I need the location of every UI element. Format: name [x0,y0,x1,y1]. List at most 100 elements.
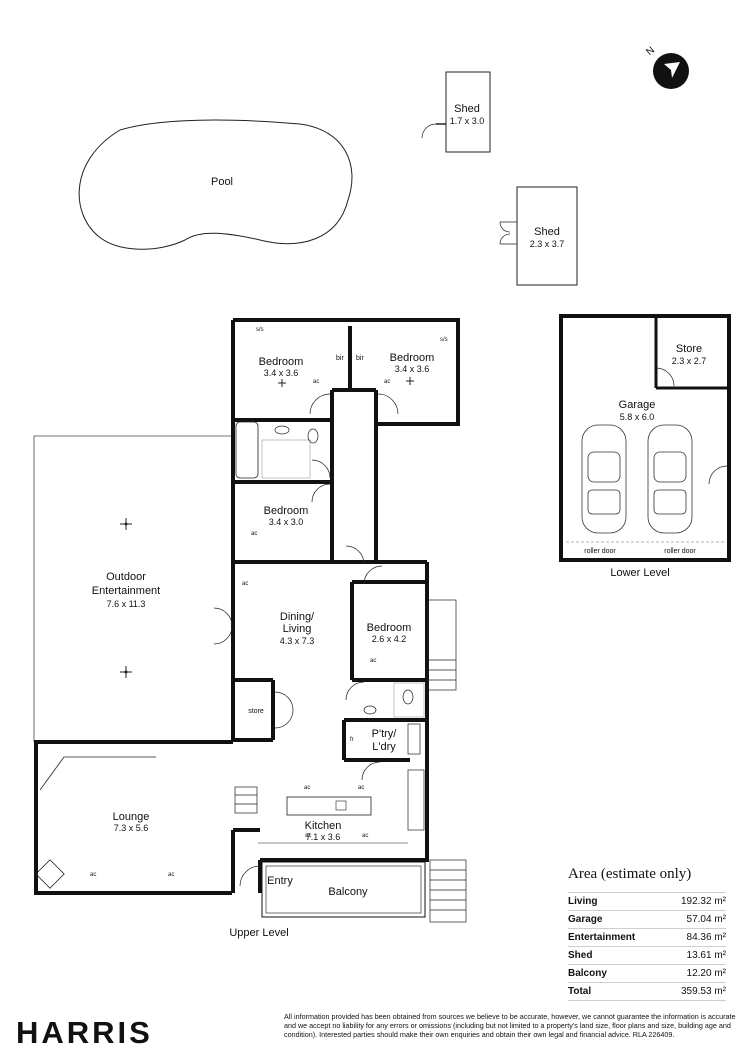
fridge-label: fr [350,737,354,743]
upper-level-label: Upper Level [229,927,288,939]
aircon-label: ac [304,785,310,791]
lounge: Lounge 7.3 x 5.6 ac ac [35,756,174,889]
aircon-label: ac [305,833,311,839]
area-row-entertainment: Entertainment 84.36 m² [568,928,726,946]
shed-1-label: Shed [454,103,480,115]
ceiling-fan-icon [278,379,286,387]
aircon-label: ac [358,785,364,791]
pool-outline [78,119,353,250]
store-label: Store [676,343,702,355]
ceiling-fan-icon [120,666,132,678]
area-label: Total [568,986,592,997]
area-value: 13.61 m² [686,950,726,961]
ceiling-fan-icon [120,518,132,530]
shower-screen-label: s/s [440,337,448,343]
toilet-icon [402,689,414,705]
entry-label: Entry [267,875,293,887]
dining-living: Dining/ Living 4.3 x 7.3 ac [213,545,365,646]
area-title: Area (estimate only) [568,866,692,882]
kitchen-island [286,796,372,816]
ensuite [345,681,425,718]
store-small-label: store [248,708,264,715]
toilet-icon [307,428,319,444]
bathroom [235,421,331,479]
robe-label: bir [336,355,344,362]
area-row-total: Total 359.53 m² [568,982,726,1001]
aircon-label: ac [362,833,368,839]
pantry-label-2: L'dry [372,741,396,753]
balcony: Entry Balcony [239,861,426,918]
area-value: 359.53 m² [680,986,726,997]
lower-level-label: Lower Level [610,567,669,579]
aircon-label: ac [251,531,257,537]
compass: N [644,45,689,89]
disclaimer-text: All information provided has been obtain… [284,1012,736,1039]
bedroom-3-label: Bedroom [264,505,309,517]
garage-dims: 5.8 x 6.0 [620,412,655,422]
shower-screen-label: s/s [256,327,264,333]
garage-label: Garage [619,399,656,411]
bedroom-4-label: Bedroom [367,622,412,634]
store-small: store [248,691,294,729]
store-dims: 2.3 x 2.7 [672,356,707,366]
area-label: Balcony [568,968,607,979]
outdoor-dims: 7.6 x 11.3 [107,599,146,609]
pantry-laundry: P'try/ L'dry fr [350,723,421,781]
roller-door-label: roller door [664,548,696,555]
ceiling-fan-icon [406,377,414,385]
bedroom-1-dims: 3.4 x 3.6 [264,368,299,378]
bedroom-4: Bedroom 2.6 x 4.2 ac [363,565,412,664]
aircon-label: ac [313,379,319,385]
area-summary: Area (estimate only) Living 192.32 m² Ga… [568,866,726,1001]
lounge-dims: 7.3 x 5.6 [114,823,149,833]
compass-north-label: N [644,45,657,58]
area-value: 57.04 m² [686,914,726,925]
dining-label-2: Living [283,623,312,635]
dining-dims: 4.3 x 7.3 [280,636,315,646]
garage: Store 2.3 x 2.7 Garage 5.8 x 6.0 roller … [559,314,731,562]
compass-icon [653,53,689,89]
shed-1: Shed 1.7 x 3.0 [421,71,491,153]
robe-label: bir [356,355,364,362]
area-label: Entertainment [568,932,636,943]
car-icon [647,424,693,534]
roller-door-label: roller door [584,548,616,555]
aircon-label: ac [242,581,248,587]
cooktop-icon [407,769,425,831]
brand-logo: HARRIS [16,1015,153,1050]
basin-icon [363,705,377,715]
balcony-label: Balcony [328,886,368,898]
area-row-garage: Garage 57.04 m² [568,910,726,928]
pool-label: Pool [211,176,233,188]
car-icon [581,424,627,534]
area-value: 12.20 m² [686,968,726,979]
outdoor-label-1: Outdoor [106,571,146,583]
bedroom-2: Bedroom 3.4 x 3.6 bir s/s [356,337,448,415]
outdoor-entertainment: Outdoor Entertainment 7.6 x 11.3 [33,435,232,743]
fireplace-icon [35,859,65,889]
bedroom-1: Bedroom 3.4 x 3.6 s/s bir [256,327,344,415]
area-row-shed: Shed 13.61 m² [568,946,726,964]
pantry-label-1: P'try/ [372,728,398,740]
area-row-living: Living 192.32 m² [568,892,726,910]
kitchen-label: Kitchen [305,820,342,832]
bedroom-4-dims: 2.6 x 4.2 [372,634,407,644]
aircon-label: ac [168,872,174,878]
bedroom-2-label: Bedroom [390,352,435,364]
kitchen: Kitchen 7.1 x 3.6 ac ac ac ac [258,769,425,844]
bedroom-3: Bedroom 3.4 x 3.0 ac [251,483,331,537]
stairs [234,599,467,923]
area-label: Shed [568,950,593,961]
bedroom-2-dims: 3.4 x 3.6 [395,364,430,374]
area-value: 84.36 m² [686,932,726,943]
windows [80,318,440,895]
aircon-label: ac [370,658,376,664]
aircon-label: ac [384,379,390,385]
kitchen-dims: 7.1 x 3.6 [306,832,341,842]
outdoor-label-2: Entertainment [92,585,160,597]
bedroom-3-dims: 3.4 x 3.0 [269,517,304,527]
basin-icon [274,425,290,435]
area-label: Garage [568,914,603,925]
shed-2-label: Shed [534,226,560,238]
